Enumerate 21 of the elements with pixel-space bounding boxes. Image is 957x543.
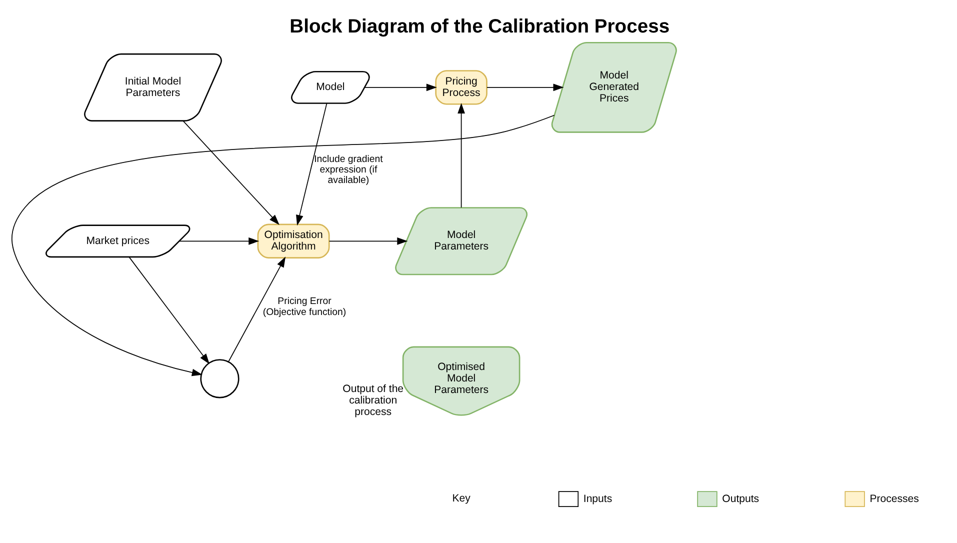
node-box: Optimisation Algorithm: [257, 224, 330, 258]
diagram-title: Block Diagram of the Calibration Process: [290, 16, 670, 38]
legend-label: Outputs: [722, 492, 760, 505]
node-label: Output of the calibration process: [342, 382, 404, 418]
legend-label: Processes: [870, 492, 919, 505]
arrow: [12, 114, 555, 376]
node-box: Pricing Process: [435, 70, 488, 105]
edge-label: Include gradient expression (if available): [314, 154, 383, 186]
arrow: [228, 256, 286, 362]
arrow: [486, 84, 564, 92]
arrow: [128, 256, 210, 364]
arrow: [182, 120, 280, 226]
arrow: [328, 237, 408, 245]
node-circle: [200, 359, 240, 398]
legend-label: Inputs: [583, 492, 612, 505]
arrow: [458, 102, 465, 208]
label: Key: [452, 492, 470, 504]
edge-label: Pricing Error (Objective function): [262, 296, 346, 318]
arrow: [364, 84, 437, 92]
arrow: [178, 237, 260, 245]
arrow: [296, 102, 328, 226]
